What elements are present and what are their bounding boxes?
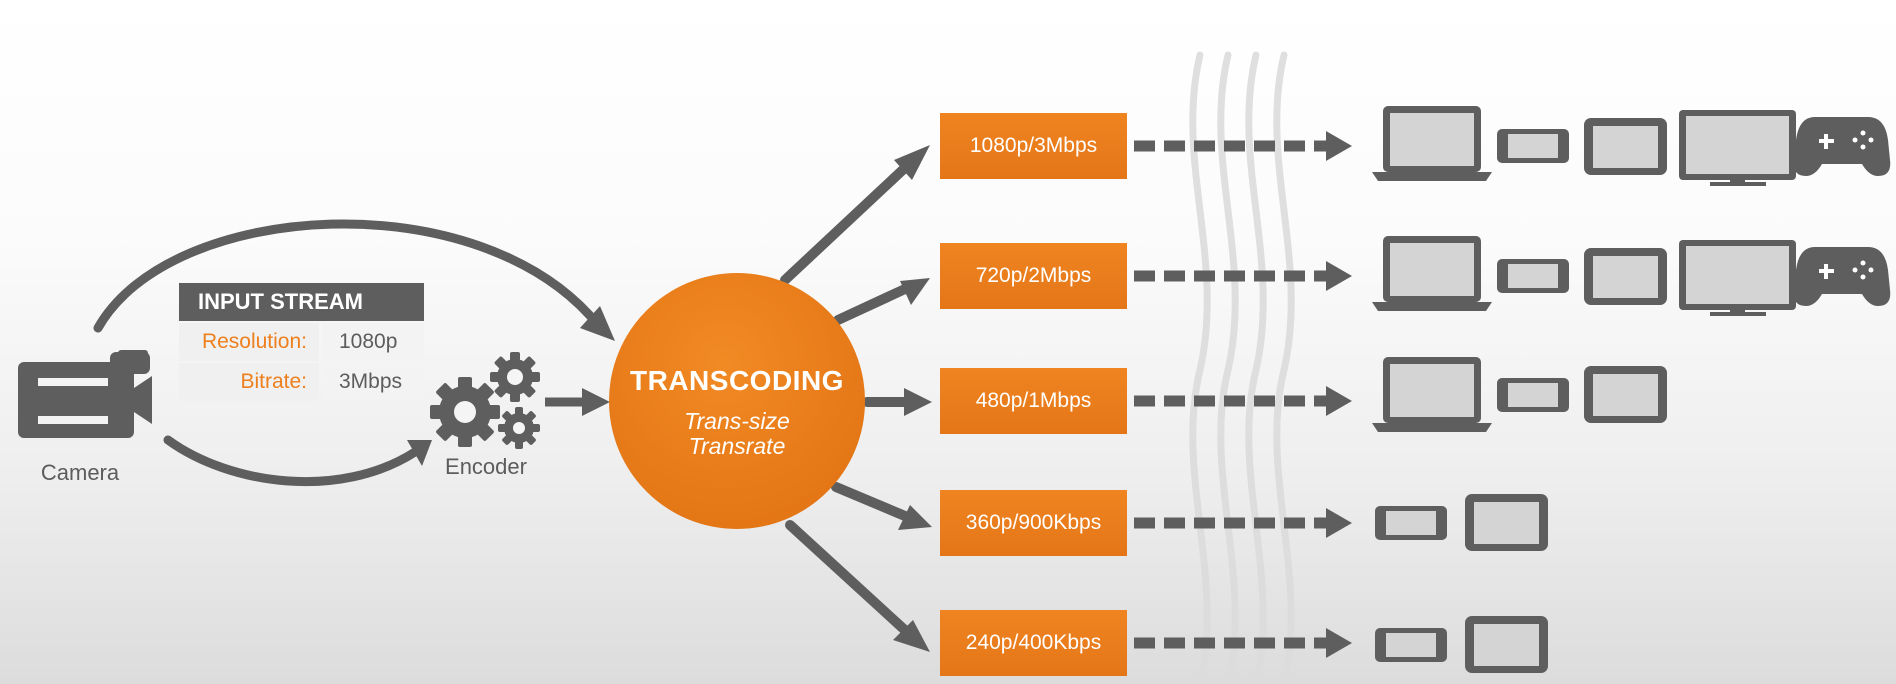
arrow-to-480p xyxy=(862,388,932,416)
bitrate-value: 3Mbps xyxy=(322,363,424,401)
delivery-arrow-360p xyxy=(1134,508,1352,538)
laptop-icon xyxy=(1372,106,1492,181)
tablet-icon xyxy=(1584,248,1667,305)
tablet-icon xyxy=(1465,616,1548,673)
delivery-arrow-240p xyxy=(1134,628,1352,658)
profile-label-480p: 480p/1Mbps xyxy=(975,389,1092,412)
device-row-480p xyxy=(1372,357,1667,432)
profile-box-480p xyxy=(940,368,1127,434)
gear-icon xyxy=(430,352,540,449)
phone-icon xyxy=(1497,129,1569,163)
profile-box-360p xyxy=(940,490,1127,556)
gamepad-icon xyxy=(1793,247,1891,306)
input-stream-row: Bitrate: 3Mbps xyxy=(179,363,424,401)
resolution-value: 1080p xyxy=(322,323,424,361)
arrow-to-240p xyxy=(785,520,930,652)
transcoding-title: TRANSCODING xyxy=(630,365,844,396)
laptop-icon xyxy=(1372,236,1492,311)
profile-label-720p: 720p/2Mbps xyxy=(975,264,1092,287)
input-stream-panel: INPUT STREAM Resolution: 1080p Bitrate: … xyxy=(179,283,424,401)
arrow-to-1080p xyxy=(780,145,930,285)
phone-icon xyxy=(1375,628,1447,662)
profile-label-1080p: 1080p/3Mbps xyxy=(969,134,1098,157)
laptop-icon xyxy=(1372,357,1492,432)
delivery-arrow-720p xyxy=(1134,261,1352,291)
input-stream-title: INPUT STREAM xyxy=(179,283,424,321)
phone-icon xyxy=(1375,506,1447,540)
device-row-1080p xyxy=(1372,106,1891,186)
profile-label-240p: 240p/400Kbps xyxy=(965,631,1102,654)
profile-box-720p xyxy=(940,243,1127,309)
fan-out-arrows xyxy=(780,145,932,652)
camera-icon xyxy=(18,350,152,438)
network-wave-lines xyxy=(1189,51,1295,684)
profile-box-1080p xyxy=(940,113,1127,179)
camera-to-transcoding-arrow xyxy=(93,219,615,341)
delivery-arrow-1080p xyxy=(1134,131,1352,161)
profile-box-240p xyxy=(940,610,1127,676)
phone-icon xyxy=(1497,378,1569,412)
arrow-to-360p xyxy=(831,482,932,530)
phone-icon xyxy=(1497,259,1569,293)
transcoding-transrate: Transrate xyxy=(688,433,786,459)
transcoding-trans-size: Trans-size xyxy=(684,408,790,434)
profile-label-360p: 360p/900Kbps xyxy=(965,511,1102,534)
tablet-icon xyxy=(1584,118,1667,175)
resolution-key: Resolution: xyxy=(179,323,319,361)
encoder-to-transcoding-arrow xyxy=(545,388,610,416)
bitrate-key: Bitrate: xyxy=(179,363,319,401)
transcoding-circle xyxy=(609,273,865,529)
encoder-label: Encoder xyxy=(445,454,527,479)
profile-boxes xyxy=(940,113,1127,676)
device-row-720p xyxy=(1372,236,1891,316)
device-row-240p xyxy=(1375,616,1548,673)
tablet-icon xyxy=(1584,366,1667,423)
tv-icon xyxy=(1679,240,1796,316)
arrow-to-720p xyxy=(833,278,930,325)
tablet-icon xyxy=(1465,494,1548,551)
tv-icon xyxy=(1679,110,1796,186)
camera-label: Camera xyxy=(40,460,120,485)
delivery-arrows xyxy=(1134,131,1352,658)
delivery-arrow-480p xyxy=(1134,386,1352,416)
gamepad-icon xyxy=(1793,117,1891,176)
device-row-360p xyxy=(1375,494,1548,551)
camera-to-encoder-arrow xyxy=(163,435,432,487)
input-stream-row: Resolution: 1080p xyxy=(179,323,424,361)
